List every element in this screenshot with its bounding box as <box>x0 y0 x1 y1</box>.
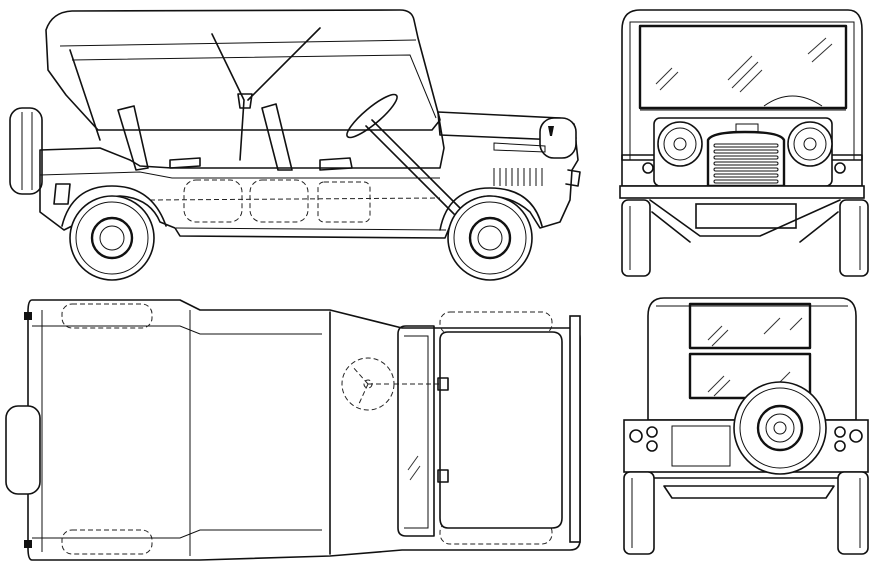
side-canopy-hoop-3 <box>247 27 321 101</box>
top-bonnet-inner <box>404 335 429 529</box>
side-sill <box>175 227 447 231</box>
side-front-wheel <box>447 195 533 281</box>
rear-number-plate <box>671 425 731 467</box>
side-front-arch <box>439 187 543 231</box>
top-steering-spokes <box>351 365 392 407</box>
side-badge <box>548 126 554 136</box>
side-seat-cushion-2 <box>319 157 353 171</box>
front-headlamp-left <box>657 121 703 167</box>
top-mirror-right <box>24 540 32 548</box>
front-wheel-left <box>621 199 651 277</box>
front-wheel-tread <box>629 206 861 270</box>
rear-lamps-left <box>629 426 658 452</box>
side-rear-arch <box>61 185 167 227</box>
side-canopy <box>45 9 441 131</box>
rear-window-upper <box>688 302 812 350</box>
front-wheel-right <box>839 199 869 277</box>
grille-bar <box>713 143 779 148</box>
rear-glass-reflection-1 <box>707 325 729 347</box>
side-rear-seat <box>117 105 149 171</box>
top-hinge-1 <box>437 377 449 391</box>
side-canopy-hoop-1 <box>69 49 101 141</box>
side-rear-wheel <box>69 195 155 281</box>
side-body-belt <box>39 171 440 179</box>
side-canopy-hoop-2 <box>211 33 245 161</box>
top-front-guard-left <box>439 311 553 335</box>
side-spare-tread <box>21 112 33 190</box>
front-number-plate <box>695 203 797 229</box>
side-rear-bracket <box>53 183 71 205</box>
top-hinge-2 <box>437 469 449 483</box>
front-grille-bars <box>713 143 779 184</box>
rear-chassis <box>629 477 861 499</box>
grille-bar <box>713 155 779 160</box>
top-mirror-left <box>24 312 32 320</box>
grille-bar <box>713 161 779 166</box>
side-canopy-seam <box>59 39 417 47</box>
rear-wheel-left <box>623 471 655 555</box>
rear-view <box>623 297 869 555</box>
rear-wheel-tread <box>631 478 861 548</box>
grille-bar <box>713 167 779 172</box>
front-headlamp-right <box>787 121 833 167</box>
top-rear-guard-left <box>61 303 153 329</box>
front-glass-reflection-2 <box>727 55 763 93</box>
side-canopy-strap <box>237 93 253 109</box>
top-rear-guard-right <box>61 529 153 555</box>
rear-canopy <box>647 297 857 421</box>
side-seat-cushion-1 <box>169 157 201 169</box>
top-bonnet <box>397 325 435 537</box>
side-steering-wheel <box>346 93 398 139</box>
front-glass-reflection-3 <box>807 37 833 63</box>
grille-bar <box>713 173 779 178</box>
top-bonnet-panel <box>439 331 563 529</box>
front-grille <box>706 130 786 188</box>
front-suspension <box>649 199 841 243</box>
side-pocket-2 <box>249 179 309 223</box>
front-windscreen <box>638 24 848 110</box>
side-canopy-window <box>71 54 437 119</box>
rear-glass-reflection-2 <box>763 317 803 335</box>
side-front-hook <box>565 169 581 187</box>
side-steering-column-b <box>365 125 455 215</box>
top-front-bumper <box>569 315 581 543</box>
top-rear-edge-b <box>32 529 322 539</box>
grille-bar <box>713 149 779 154</box>
rear-wheel-right <box>837 471 869 555</box>
front-glass-reflection-1 <box>655 67 679 91</box>
front-indicator-left <box>642 162 654 174</box>
side-floor-line <box>149 197 441 201</box>
side-pocket-1 <box>183 179 243 223</box>
front-indicator-right <box>834 162 846 174</box>
front-canopy <box>621 9 863 161</box>
top-view <box>5 299 581 561</box>
rear-lamps-right <box>834 426 863 452</box>
side-steering-column <box>371 119 463 211</box>
front-view <box>619 9 869 277</box>
front-bumper <box>619 185 865 199</box>
side-view <box>9 9 581 281</box>
rear-spare-wheel <box>733 381 827 475</box>
grille-bar <box>713 179 779 184</box>
top-rear-edge <box>32 325 322 335</box>
side-front-seat <box>261 103 293 171</box>
top-glass-reflection <box>407 455 421 481</box>
top-spare-wheel <box>5 405 41 495</box>
side-spare-wheel <box>9 107 43 195</box>
top-front-guard-right <box>439 521 553 545</box>
side-pocket-3 <box>317 181 371 223</box>
rear-glass-reflection-3 <box>707 375 731 397</box>
side-grille-slots <box>493 168 543 186</box>
side-side-vent <box>493 142 546 153</box>
front-steering-wheel <box>763 95 823 107</box>
